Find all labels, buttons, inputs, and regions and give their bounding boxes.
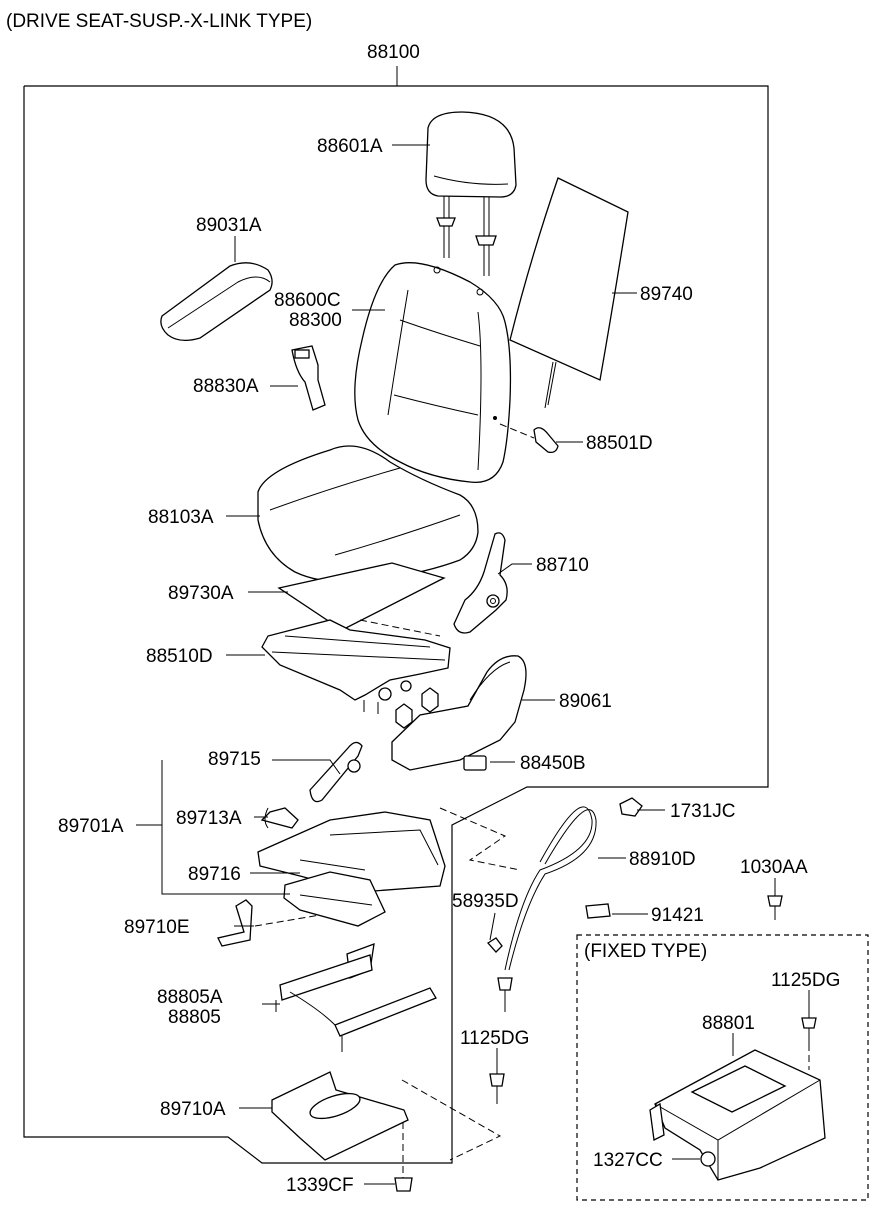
label-88510D: 88510D: [146, 646, 213, 667]
leader-lines: [136, 144, 810, 1185]
label-88805: 88805: [168, 1007, 221, 1028]
label-1327CC: 1327CC: [593, 1150, 663, 1171]
label-1125DG: 1125DG: [460, 1028, 529, 1049]
seat-belt-buckle: [291, 345, 326, 411]
label-1125DG-fixed: 1125DG: [771, 970, 840, 991]
suspension-mechanism: [257, 741, 446, 927]
label-89710E: 89710E: [124, 917, 190, 938]
armrest: [160, 262, 273, 342]
cushion-frame: [261, 619, 451, 714]
label-88910D: 88910D: [629, 849, 696, 870]
label-89713A: 89713A: [176, 808, 242, 829]
recliner: [453, 532, 508, 634]
label-88103A: 88103A: [148, 507, 214, 528]
assembly-boundary: [23, 66, 769, 1164]
label-89715: 89715: [208, 749, 261, 770]
label-1030AA: 1030AA: [740, 857, 808, 878]
base-plate: [271, 1071, 413, 1192]
label-91421: 91421: [651, 905, 704, 926]
back-panel: [509, 177, 629, 409]
bracket-89710e: [217, 899, 253, 947]
fasteners: [487, 895, 817, 1104]
label-89740: 89740: [640, 284, 693, 305]
label-1731JC: 1731JC: [670, 801, 736, 822]
dashed-leaders: [254, 619, 521, 1161]
label-58935D: 58935D: [452, 891, 519, 912]
label-89710A: 89710A: [160, 1099, 226, 1120]
diagram-title: (DRIVE SEAT-SUSP.-X-LINK TYPE): [6, 11, 312, 32]
label-88450B: 88450B: [520, 753, 586, 774]
recline-knob: [499, 423, 559, 454]
fixed-type-title: (FIXED TYPE): [584, 941, 707, 962]
fixed-type-box: (FIXED TYPE): [576, 934, 869, 1201]
assembly-number: 88100: [367, 42, 420, 63]
release-cable: [504, 797, 643, 971]
headrest: [425, 111, 517, 276]
part-labels: 88601A 89031A 88600C 88300 89740 88830A …: [58, 136, 840, 1196]
label-88830A: 88830A: [193, 376, 259, 397]
label-88805A: 88805A: [157, 987, 223, 1008]
label-89716: 89716: [188, 864, 241, 885]
label-88300: 88300: [289, 310, 342, 331]
cushion-pad: [277, 562, 446, 631]
label-88600C: 88600C: [274, 290, 341, 311]
label-89730A: 89730A: [168, 583, 234, 604]
label-89701A: 89701A: [58, 816, 124, 837]
side-shield: [391, 655, 527, 771]
slide-rails: [275, 943, 437, 1052]
label-88801: 88801: [702, 1013, 755, 1034]
adjust-knobs: [395, 687, 439, 729]
label-1339CF: 1339CF: [286, 1175, 354, 1196]
fixed-base: [649, 1049, 826, 1181]
label-88710: 88710: [536, 555, 589, 576]
label-89061: 89061: [559, 691, 612, 712]
label-88601A: 88601A: [317, 136, 383, 157]
label-88501D: 88501D: [586, 433, 653, 454]
seat-back: [354, 262, 512, 483]
seat-cushion: [257, 445, 479, 583]
label-89031A: 89031A: [196, 215, 262, 236]
